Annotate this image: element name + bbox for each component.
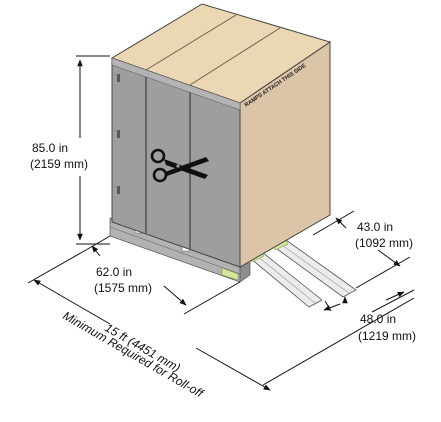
depth-metric-label: (1575 mm)	[94, 281, 152, 295]
ramp-pad	[221, 267, 239, 281]
shipping-carton: RAMPS ATTACH THIS SIDE	[110, 3, 332, 268]
depth-imperial-label: 62.0 in	[96, 265, 132, 279]
ramp-length-dimension: 48.0 in (1219 mm)	[323, 289, 416, 343]
hinge	[117, 130, 120, 138]
hinge	[117, 74, 120, 82]
ramp-length-metric-label: (1219 mm)	[358, 329, 416, 343]
ramp-width-dimension: 43.0 in (1092 mm)	[312, 210, 413, 289]
height-dimension: 85.0 in (2159 mm)	[30, 55, 110, 245]
height-metric-label: (2159 mm)	[30, 157, 88, 171]
hinge	[117, 186, 120, 194]
height-imperial-label: 85.0 in	[32, 141, 68, 155]
rolloff-caption-label: Minimum Required for Roll-off	[61, 308, 207, 401]
scissors-icon	[150, 148, 209, 183]
depth-dimension: 62.0 in (1575 mm)	[85, 235, 241, 315]
ramp-width-imperial-label: 43.0 in	[357, 220, 393, 234]
ramp-width-metric-label: (1092 mm)	[355, 236, 413, 250]
